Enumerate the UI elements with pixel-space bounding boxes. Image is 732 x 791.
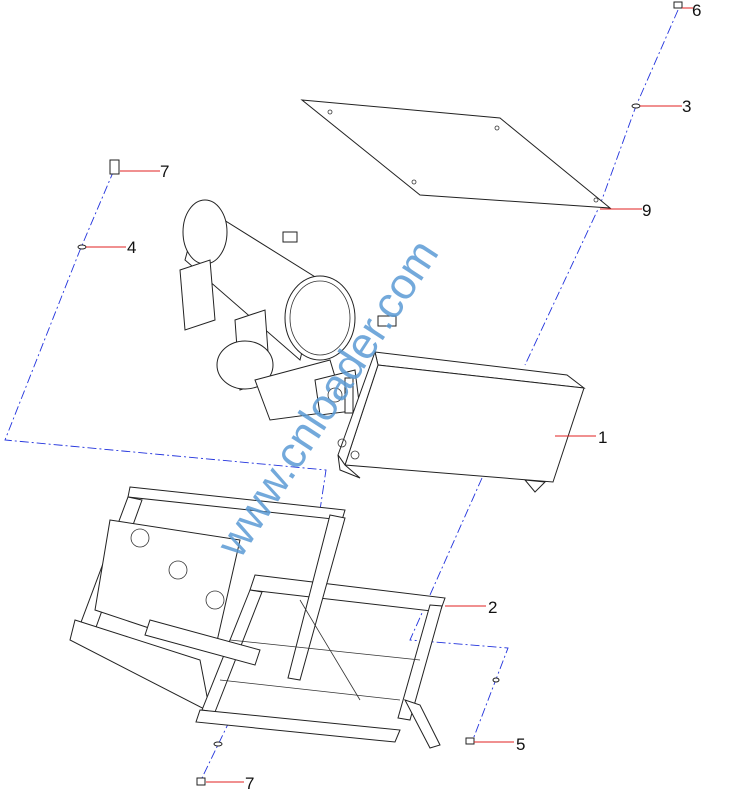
callout-3: 3 (682, 97, 691, 116)
callout-9: 9 (642, 201, 651, 220)
callout-7: 7 (245, 774, 254, 791)
washer-4 (77, 244, 87, 250)
washer-3 (631, 103, 641, 109)
hydraulic-cover (337, 350, 586, 493)
bolt-8 (109, 159, 120, 175)
nut-5 (465, 737, 475, 745)
assembly-centerlines (4, 9, 679, 783)
fasteners (77, 1, 683, 786)
bolt-6 (673, 1, 683, 9)
motor-pump-assembly (179, 199, 397, 421)
callout-5: 5 (516, 735, 525, 754)
callout-1: 1 (598, 428, 607, 447)
callout-6: 6 (692, 1, 701, 20)
frame (69, 486, 446, 749)
nut-7 (196, 777, 206, 786)
callouts: 6 3 7 9 4 1 2 5 7 (86, 1, 701, 791)
callout-4: 4 (127, 238, 136, 257)
cover-plate (300, 99, 612, 209)
callout-8: 7 (160, 162, 169, 181)
callout-2: 2 (488, 598, 497, 617)
